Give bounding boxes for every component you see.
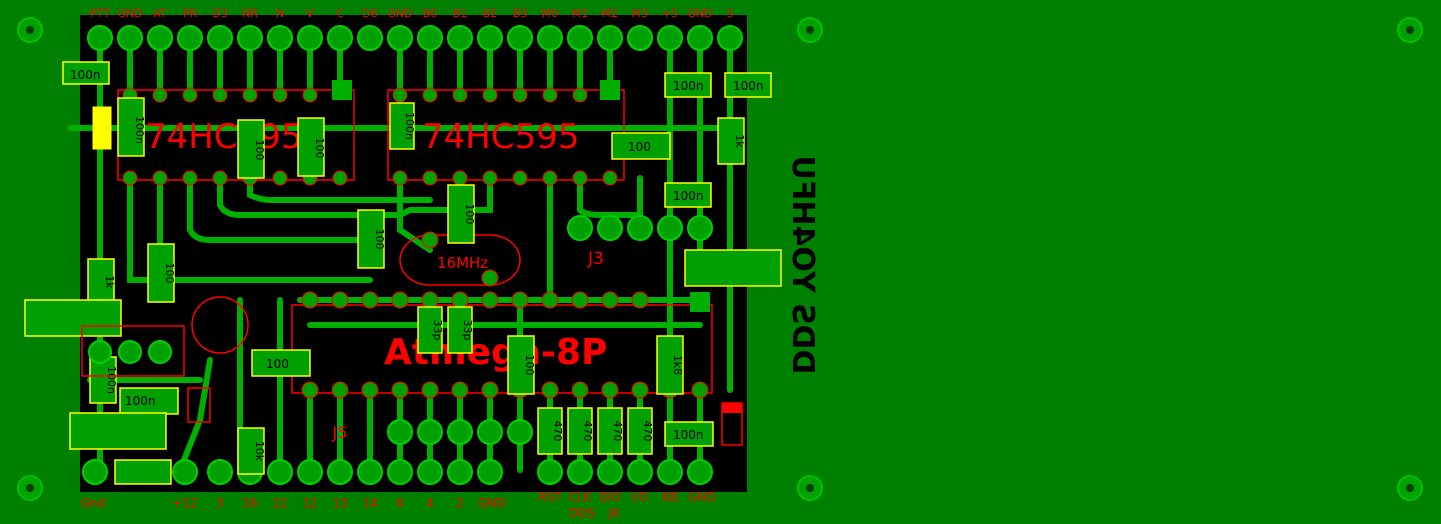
j5-label: J5	[332, 423, 348, 442]
res-label: 100	[163, 263, 176, 284]
cap-label: 100n	[403, 112, 416, 140]
crystal-label: 16MHz	[437, 254, 488, 272]
pin-label: B0	[423, 7, 438, 20]
ic1-74hc595: 74HC595	[117, 80, 355, 186]
res-label: 1k	[733, 134, 746, 148]
cap-label: 100n	[673, 189, 704, 203]
res-label: 10k	[253, 441, 266, 462]
j3-label: J3	[587, 249, 604, 269]
pin-label: B3	[513, 7, 528, 20]
pin-label: PR	[183, 7, 198, 20]
cap-label: 100n	[673, 428, 704, 442]
pin-label: 3	[216, 496, 224, 510]
pin-label: B1	[453, 7, 468, 20]
pin-label: KB	[662, 490, 678, 504]
pin-label: 11	[272, 496, 287, 510]
res-label: 470	[641, 421, 654, 442]
pin-label: 6	[396, 496, 404, 510]
pin-label: 12	[302, 496, 317, 510]
res-label: 100	[463, 204, 476, 225]
res-label: 100	[523, 355, 536, 376]
cap-label: 100n	[70, 68, 101, 82]
ic2-label: 74HC595	[422, 117, 579, 157]
top-header-labels: PTT GND AT PR D3 NR N V C D8 GND B0 B1 B…	[90, 7, 733, 20]
trimmer	[191, 296, 249, 354]
component-labels: 100n 100n 100n 100n 100n 100n 100 100	[70, 68, 764, 442]
pin-label: RST	[538, 490, 562, 504]
j6-label: J6	[607, 506, 619, 520]
cap-33p-label: 33p	[461, 320, 474, 341]
pin-label: GND	[688, 490, 716, 504]
j3-header: J3	[567, 215, 713, 269]
bottom-header-pads	[82, 419, 713, 485]
diode-small	[92, 106, 112, 150]
board-title: DDS YO4HFU	[785, 156, 820, 375]
pin-label: GND	[478, 496, 506, 510]
pin-label: 14	[362, 496, 377, 510]
gnd-pad-label: Gnd	[81, 496, 106, 510]
res-label: 100	[253, 140, 266, 161]
res-label: 470	[611, 421, 624, 442]
res-label: 100	[313, 138, 326, 159]
cap-label: 100n	[733, 79, 764, 93]
pin-label: GND	[687, 7, 712, 20]
pin-label: I/O	[631, 490, 648, 504]
pin-label: 13	[332, 496, 347, 510]
res-label: 100	[373, 229, 386, 250]
ic1-label: 74HC595	[145, 117, 302, 157]
dds-label: DDS	[569, 506, 595, 520]
pin-label: GND	[117, 7, 142, 20]
pin-label: C	[336, 7, 344, 20]
electrolytic-caps	[24, 249, 782, 485]
cap-label: 100n	[133, 116, 146, 144]
pin-label: CLK	[569, 490, 593, 504]
res-label: 100	[628, 140, 651, 154]
pin-label: 16	[242, 496, 257, 510]
pin-label: N	[276, 7, 284, 20]
pin-label: D8	[362, 7, 377, 20]
cap-label: 100n	[125, 394, 156, 408]
res-label: 100	[266, 357, 289, 371]
pin-label: M0	[542, 7, 559, 20]
regulator	[81, 325, 185, 377]
pin-label: DIO	[599, 490, 621, 504]
pin-label: GND	[387, 7, 412, 20]
passives	[62, 61, 772, 475]
cap-label: 100n	[105, 366, 118, 394]
pin-label: 2	[456, 496, 464, 510]
pin-label: V	[306, 7, 314, 20]
pin-label: AT	[153, 7, 167, 20]
bottom-header-labels: Gnd +12 3 16 11 12 13 14 6 4 2 GND RST C…	[81, 423, 716, 520]
top-header-pads	[87, 25, 743, 51]
crystal: 16MHz	[399, 231, 521, 287]
pin-label: 4	[426, 496, 434, 510]
mounting-holes	[17, 17, 1423, 501]
cap-label: 100n	[673, 79, 704, 93]
pin-label: M2	[602, 7, 619, 20]
pin-label: PTT	[90, 7, 110, 20]
res-label: 1k	[103, 275, 116, 289]
pin-label: +5	[662, 7, 678, 20]
res-label: 470	[551, 421, 564, 442]
pin-label: M3	[632, 7, 649, 20]
pin-label: NR	[242, 7, 258, 20]
res-label: 470	[581, 421, 594, 442]
ic2-74hc595: 74HC595	[387, 80, 625, 186]
res-label: 1k8	[671, 355, 684, 375]
pin-label: S	[727, 7, 734, 20]
pin-label: +12	[172, 496, 197, 510]
cap-33p-label: 33p	[431, 320, 444, 341]
pin-label: B2	[483, 7, 498, 20]
pin-label: D3	[212, 7, 227, 20]
pin-label: M1	[572, 7, 589, 20]
